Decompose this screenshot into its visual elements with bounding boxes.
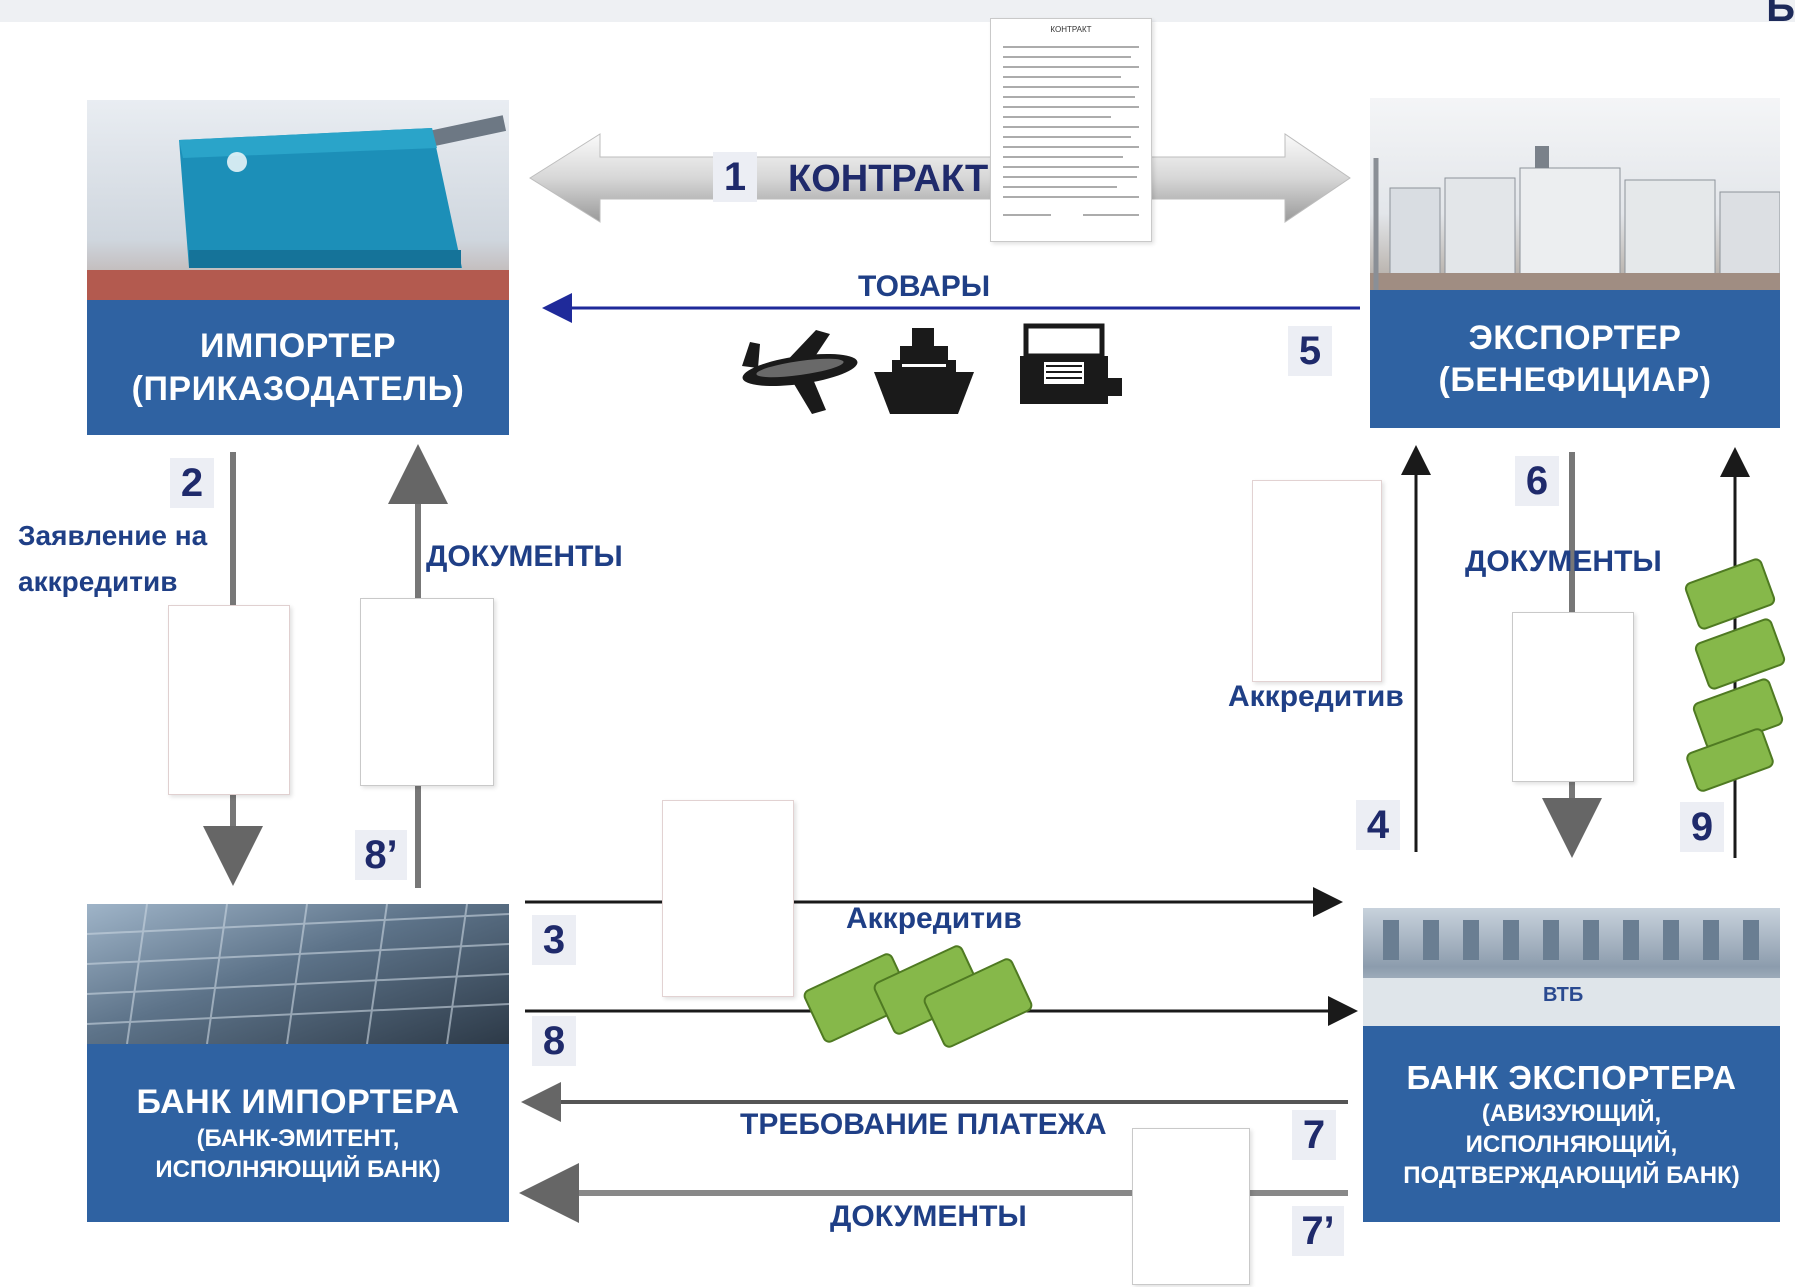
importer-subtitle: (ПРИКАЗОДАТЕЛЬ) xyxy=(131,369,465,408)
step-7p-label: ДОКУМЕНТЫ xyxy=(830,1200,1027,1233)
ship-icon xyxy=(874,328,974,414)
documents-banks-doc xyxy=(1132,1128,1250,1285)
importer-bank-photo-container xyxy=(87,904,509,1044)
exporter-bank-title: БАНК ЭКСПОРТЕРА xyxy=(1406,1058,1737,1096)
exporter-photo-container xyxy=(1370,98,1780,290)
importer-label: ИМПОРТЕР (ПРИКАЗОДАТЕЛЬ) xyxy=(87,300,509,435)
airplane-icon xyxy=(742,330,858,414)
step-6-label: ДОКУМЕНТЫ xyxy=(1465,545,1662,578)
letter-of-credit-doc-banks xyxy=(662,800,794,997)
step-3-label: Аккредитив xyxy=(846,902,1022,935)
exporter-label: ЭКСПОРТЕР (БЕНЕФИЦИАР) xyxy=(1370,290,1780,428)
documents-importer-doc xyxy=(360,598,494,786)
step-2-number: 2 xyxy=(170,458,214,508)
step-2-label-line-2: аккредитив xyxy=(18,566,178,597)
step-9-number: 9 xyxy=(1680,802,1724,852)
exporter-bank-label: БАНК ЭКСПОРТЕРА (АВИЗУЮЩИЙ, ИСПОЛНЯЮЩИЙ,… xyxy=(1363,1026,1780,1222)
goods-label: ТОВАРЫ xyxy=(858,270,991,303)
importer-box: ИМПОРТЕР (ПРИКАЗОДАТЕЛЬ) xyxy=(87,100,509,435)
exporter-subtitle: (БЕНЕФИЦИАР) xyxy=(1438,361,1712,399)
importer-photo-container xyxy=(87,100,509,300)
contract-double-arrow xyxy=(529,133,1351,223)
money-icon xyxy=(803,945,1033,1048)
step-7-number: 7 xyxy=(1292,1110,1336,1160)
step-5-number: 5 xyxy=(1288,326,1332,376)
contract-document: КОНТРАКТ xyxy=(990,18,1152,242)
step-8-number: 8 xyxy=(532,1016,576,1066)
contract-document-heading: КОНТРАКТ xyxy=(1050,25,1092,34)
contract-text-lines xyxy=(1003,46,1139,216)
step-7-label: ТРЕБОВАНИЕ ПЛАТЕЖА xyxy=(740,1108,1107,1141)
exporter-bank-subtitle-line-1: (АВИЗУЮЩИЙ, xyxy=(1481,1099,1662,1127)
step-8p-number: 8’ xyxy=(355,830,407,880)
corner-mark: Б xyxy=(1766,0,1795,30)
importer-bank-subtitle-line-1: (БАНК-ЭМИТЕНТ, xyxy=(196,1125,400,1153)
importer-title: ИМПОРТЕР xyxy=(200,327,396,365)
step-4-label: Аккредитив xyxy=(1228,680,1404,713)
contract-label: КОНТРАКТ xyxy=(788,158,989,200)
top-band xyxy=(0,0,1795,22)
truck-icon xyxy=(1020,323,1122,404)
exporter-bank-photo-container: ВТБ xyxy=(1363,908,1780,1026)
importer-bank-subtitle-line-2: ИСПОЛНЯЮЩИЙ БАНК) xyxy=(155,1156,441,1184)
money-icon xyxy=(1684,558,1786,792)
exporter-title: ЭКСПОРТЕР xyxy=(1468,318,1682,357)
importer-bank-box: БАНК ИМПОРТЕРА (БАНК-ЭМИТЕНТ, ИСПОЛНЯЮЩИ… xyxy=(87,904,509,1222)
step-2-label-line-1: Заявление на xyxy=(18,520,208,551)
exporter-bank-box: ВТБ БАНК ЭКСПОРТЕРА (АВИЗУЮЩИЙ, ИСПОЛНЯЮ… xyxy=(1363,908,1780,1222)
exporter-bank-subtitle-line-3: ПОДТВЕРЖДАЮЩИЙ БАНК) xyxy=(1403,1162,1740,1190)
application-document xyxy=(168,605,290,795)
vtb-sign: ВТБ xyxy=(1543,984,1584,1006)
importer-bank-title: БАНК ИМПОРТЕРА xyxy=(136,1082,460,1121)
letter-of-credit-doc-exporter xyxy=(1252,480,1382,682)
step-3-number: 3 xyxy=(532,915,576,965)
step-1-number: 1 xyxy=(713,152,757,202)
step-7p-number: 7’ xyxy=(1292,1206,1344,1256)
step-4-number: 4 xyxy=(1356,800,1400,850)
importer-bank-label: БАНК ИМПОРТЕРА (БАНК-ЭМИТЕНТ, ИСПОЛНЯЮЩИ… xyxy=(87,1044,509,1222)
step-6-number: 6 xyxy=(1515,456,1559,506)
exporter-box: ЭКСПОРТЕР (БЕНЕФИЦИАР) xyxy=(1370,98,1780,428)
step-8p-label: ДОКУМЕНТЫ xyxy=(426,540,623,573)
documents-exporter-doc xyxy=(1512,612,1634,782)
exporter-bank-subtitle-line-2: ИСПОЛНЯЮЩИЙ, xyxy=(1465,1131,1678,1159)
